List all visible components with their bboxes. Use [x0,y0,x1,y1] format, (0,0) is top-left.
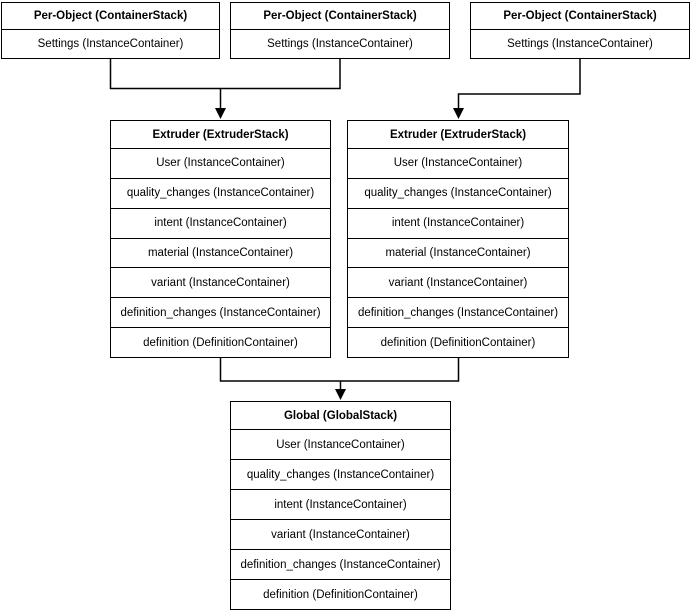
extruder-1-row-material: material (InstanceContainer) [111,239,330,269]
extruder-1-row-definition-changes: definition_changes (InstanceContainer) [111,298,330,329]
per-object-stack-2-title: Per-Object (ContainerStack) [231,3,449,30]
per-object-stack-1: Per-Object (ContainerStack) Settings (In… [1,2,220,59]
global-stack: Global (GlobalStack) User (InstanceConta… [230,401,451,610]
extruder-stack-2-title: Extruder (ExtruderStack) [348,121,568,149]
extruder-1-row-user: User (InstanceContainer) [111,149,330,179]
extruder-2-row-material: material (InstanceContainer) [348,239,568,269]
arrowhead-down-icon [215,108,226,119]
extruder-2-row-variant: variant (InstanceContainer) [348,268,568,299]
per-object-stack-2: Per-Object (ContainerStack) Settings (In… [230,2,450,59]
arrowhead-down-icon [335,389,346,400]
per-object-stack-3-row-settings: Settings (InstanceContainer) [507,37,653,50]
per-object-stack-3: Per-Object (ContainerStack) Settings (In… [470,2,690,59]
global-row-user: User (InstanceContainer) [231,430,450,460]
extruder-1-row-variant: variant (InstanceContainer) [111,268,330,299]
global-row-variant: variant (InstanceContainer) [231,520,450,550]
extruder-1-row-definition: definition (DefinitionContainer) [143,336,298,349]
per-object-stack-1-row-settings: Settings (InstanceContainer) [37,37,184,50]
per-object-stack-3-title: Per-Object (ContainerStack) [471,3,689,30]
extruder-stack-2: Extruder (ExtruderStack) User (InstanceC… [347,120,569,358]
per-object-stack-1-title: Per-Object (ContainerStack) [2,3,219,30]
arrowhead-down-icon [453,108,464,119]
global-row-quality-changes: quality_changes (InstanceContainer) [231,460,450,490]
extruder-2-row-definition: definition (DefinitionContainer) [380,336,536,349]
global-row-definition: definition (DefinitionContainer) [263,588,418,601]
extruder-2-row-definition-changes: definition_changes (InstanceContainer) [348,298,568,329]
global-row-definition-changes: definition_changes (InstanceContainer) [231,550,450,580]
extruder-1-row-quality-changes: quality_changes (InstanceContainer) [111,179,330,209]
extruder-2-row-quality-changes: quality_changes (InstanceContainer) [348,179,568,209]
connector-extruders-to-global [219,358,460,382]
extruder-stack-1: Extruder (ExtruderStack) User (InstanceC… [110,120,331,358]
connector-perobject1-perobject2-to-extruder1 [109,59,341,90]
connector-perobject3-to-extruder2 [457,59,581,109]
extruder-1-row-intent: intent (InstanceContainer) [111,209,330,239]
extruder-2-row-intent: intent (InstanceContainer) [348,209,568,239]
global-row-intent: intent (InstanceContainer) [231,490,450,520]
extruder-2-row-user: User (InstanceContainer) [348,149,568,179]
per-object-stack-2-row-settings: Settings (InstanceContainer) [267,37,413,50]
global-stack-title: Global (GlobalStack) [231,402,450,430]
extruder-stack-1-title: Extruder (ExtruderStack) [111,121,330,149]
